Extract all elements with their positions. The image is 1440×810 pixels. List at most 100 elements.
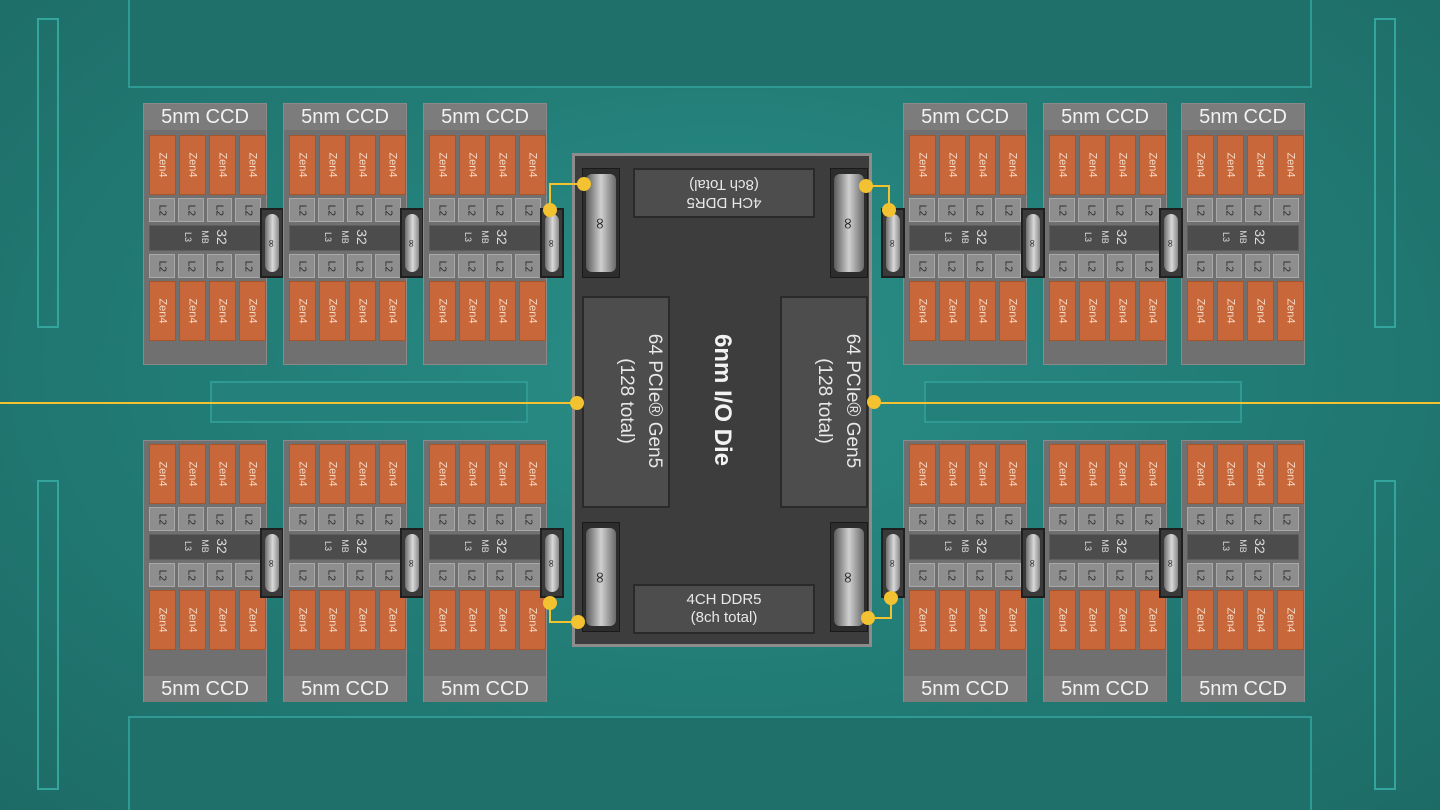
substrate-band-bottom: [128, 716, 1312, 810]
zen4-core-label: Zen4: [976, 461, 989, 487]
connector-dot: [867, 395, 881, 409]
infinity-port-bottom-right: ∞: [830, 522, 868, 632]
zen4-core: Zen4: [239, 444, 267, 504]
zen4-core-label: Zen4: [466, 607, 479, 633]
l2-cache: L2: [1049, 198, 1075, 222]
zen4-core: Zen4: [1217, 590, 1245, 650]
zen4-core: Zen4: [459, 444, 487, 504]
zen4-core-label: Zen4: [246, 298, 259, 324]
l2-cache: L2: [1106, 254, 1133, 278]
l3-size: 32: [353, 229, 370, 245]
zen4-core-label: Zen4: [1146, 152, 1159, 178]
zen4-core-label: Zen4: [216, 607, 229, 633]
l2-cache-label: L2: [945, 569, 957, 581]
l2-cache: L2: [909, 254, 935, 278]
zen4-core-label: Zen4: [326, 461, 339, 487]
zen4-core: Zen4: [289, 590, 317, 650]
infinity-fabric-link-pill: ∞: [1164, 214, 1178, 272]
ccd-label: 5nm CCD: [1182, 104, 1304, 130]
zen4-core-label: Zen4: [1086, 461, 1099, 487]
zen4-core: Zen4: [1217, 135, 1245, 195]
l2-cache: L2: [429, 507, 455, 531]
infinity-fabric-link-pill: ∞: [1026, 534, 1040, 592]
l2-cache: L2: [966, 254, 993, 278]
infinity-fabric-link: ∞: [260, 528, 284, 598]
l2-cache-label: L2: [1056, 569, 1068, 581]
ddr-bottom-line2: (8ch total): [690, 609, 758, 626]
l2-cache-label: L2: [185, 204, 197, 216]
l2-cache-label: L2: [353, 260, 365, 272]
l2-cache-label: L2: [213, 569, 225, 581]
zen4-core-label: Zen4: [246, 461, 259, 487]
l2-cache: L2: [375, 198, 401, 222]
zen4-core-label: Zen4: [1006, 298, 1019, 324]
l2-cache: L2: [995, 254, 1021, 278]
infinity-fabric-link-label: ∞: [545, 238, 559, 248]
l2-cache: L2: [995, 507, 1021, 531]
l2-cache: L2: [966, 198, 993, 222]
pcie-right-text: 64 PCIe® Gen5 (128 total): [782, 296, 866, 506]
l2-cache: L2: [317, 254, 344, 278]
infinity-fabric-link: ∞: [400, 528, 424, 598]
l2-cache-label: L2: [382, 260, 394, 272]
zen4-core: Zen4: [149, 135, 177, 195]
infinity-fabric-link-label: ∞: [265, 558, 279, 568]
connector-dot: [570, 396, 584, 410]
l3-label: L3: [463, 540, 474, 552]
zen4-core: Zen4: [969, 590, 997, 650]
l2-cache-label: L2: [916, 260, 928, 272]
zen4-core: Zen4: [289, 135, 317, 195]
l2-cache-label: L2: [382, 513, 394, 525]
zen4-core: Zen4: [319, 590, 347, 650]
l2-cache-label: L2: [1251, 513, 1263, 525]
zen4-core: Zen4: [939, 444, 967, 504]
zen4-core: Zen4: [429, 590, 457, 650]
zen4-core: Zen4: [1079, 444, 1107, 504]
zen4-core-label: Zen4: [356, 298, 369, 324]
zen4-core-label: Zen4: [156, 152, 169, 178]
l2-cache-label: L2: [213, 260, 225, 272]
l2-cache-label: L2: [156, 260, 168, 272]
l2-cache: L2: [1187, 198, 1213, 222]
zen4-core: Zen4: [1217, 444, 1245, 504]
zen4-core-label: Zen4: [216, 461, 229, 487]
l2-cache-label: L2: [522, 260, 534, 272]
pcie-block-right: 64 PCIe® Gen5 (128 total): [780, 296, 868, 508]
l2-cache-label: L2: [436, 513, 448, 525]
zen4-core-label: Zen4: [186, 152, 199, 178]
zen4-core-label: Zen4: [1146, 461, 1159, 487]
zen4-core-label: Zen4: [156, 298, 169, 324]
infinity-fabric-link-pill: ∞: [405, 214, 419, 272]
l3-label: L3: [463, 231, 474, 243]
zen4-core-label: Zen4: [496, 152, 509, 178]
infinity-fabric-link: ∞: [400, 208, 424, 278]
zen4-core-label: Zen4: [246, 152, 259, 178]
l2-cache-label: L2: [1002, 569, 1014, 581]
l2-cache-label: L2: [213, 204, 225, 216]
l2-cache-label: L2: [382, 204, 394, 216]
connector-dot: [884, 591, 898, 605]
connector-dot: [882, 203, 896, 217]
ccd-label: 5nm CCD: [144, 104, 266, 130]
l2-cache-label: L2: [522, 569, 534, 581]
l2-cache: L2: [515, 563, 541, 587]
zen4-core-label: Zen4: [526, 298, 539, 324]
l3-size: 32: [1251, 538, 1268, 554]
l2-cache-label: L2: [296, 204, 308, 216]
l2-cache-label: L2: [945, 513, 957, 525]
l2-cache-label: L2: [1251, 569, 1263, 581]
l2-cache-label: L2: [1194, 569, 1206, 581]
